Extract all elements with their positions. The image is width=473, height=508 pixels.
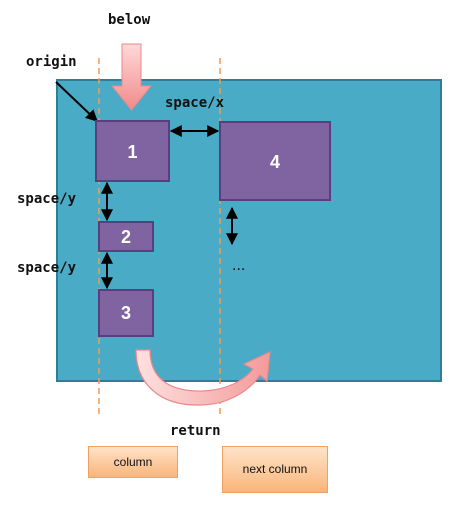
label-ellipsis: ... [232, 257, 245, 274]
legend-column: column [88, 446, 178, 478]
legend-column-label: column [113, 454, 153, 469]
origin-arrow [55, 81, 98, 122]
label-return: return [170, 423, 221, 439]
legend-next-column-label: next column [242, 462, 308, 476]
box-2: 2 [98, 221, 154, 252]
label-below: below [108, 12, 151, 28]
label-space-y-2: space/y [17, 260, 77, 276]
label-space-y-1: space/y [17, 191, 77, 207]
label-origin: origin [26, 54, 77, 70]
box-2-label: 2 [121, 227, 131, 247]
box-4-label: 4 [270, 152, 280, 172]
box-3-label: 3 [121, 303, 131, 323]
label-space-x: space/x [165, 95, 225, 111]
below-arrow [110, 43, 153, 111]
box-1: 1 [95, 120, 170, 182]
legend-next-column: next column [222, 446, 328, 493]
box-4: 4 [219, 121, 331, 201]
return-arrow [135, 349, 271, 406]
box-1-label: 1 [127, 142, 137, 162]
box-3: 3 [98, 289, 154, 337]
